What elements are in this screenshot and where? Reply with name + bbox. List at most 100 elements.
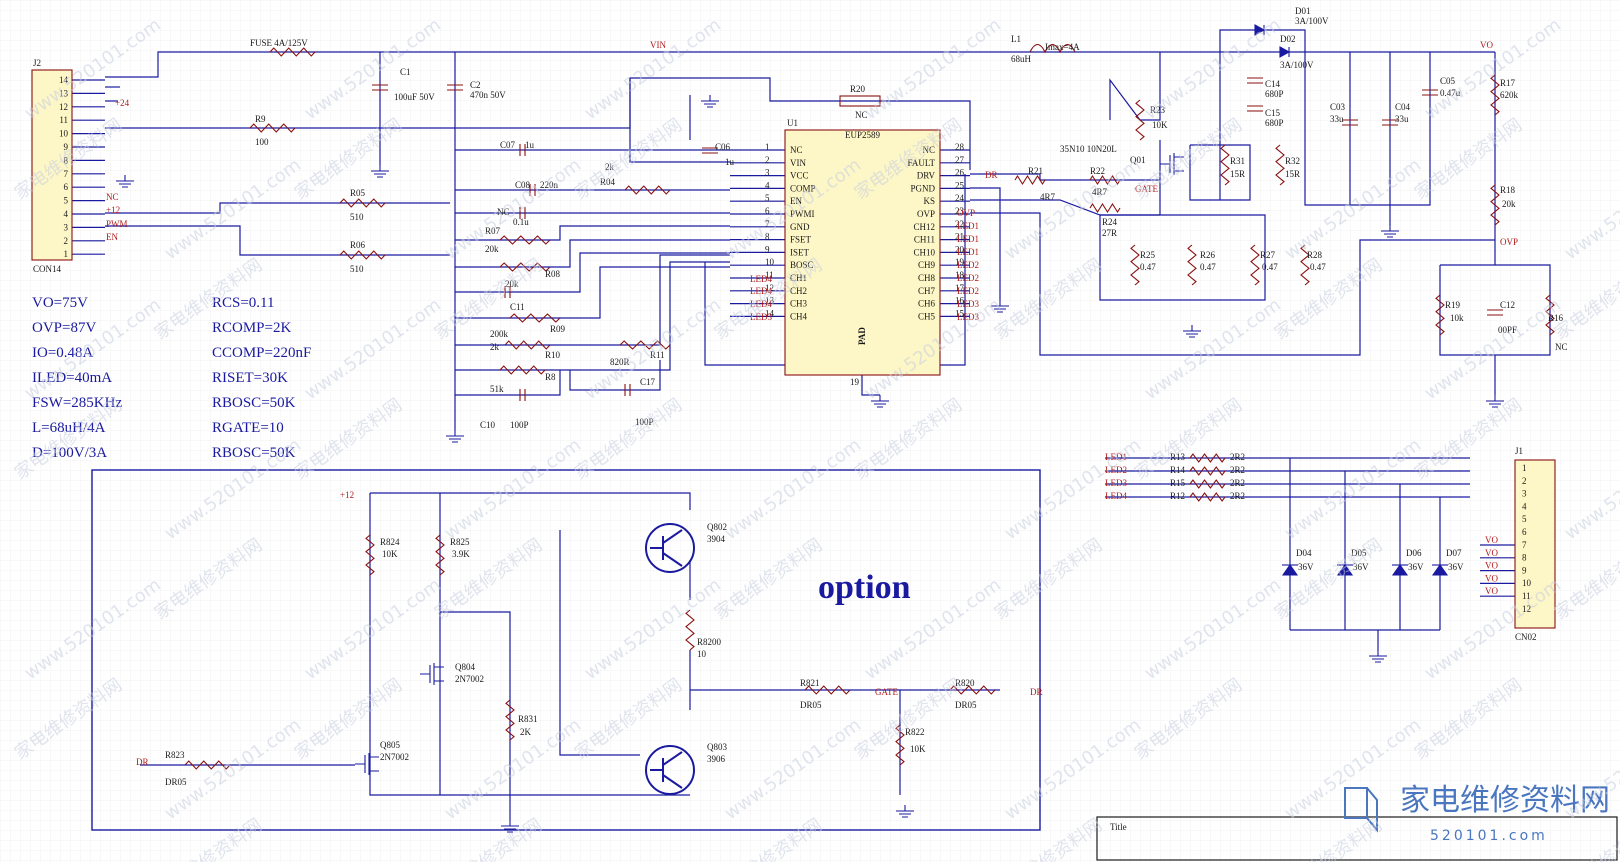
- c15-ref: C15: [1265, 108, 1281, 118]
- j2-pin-number: 2: [64, 236, 69, 246]
- q802: [645, 523, 695, 573]
- led-resistor-value: 2R2: [1230, 491, 1245, 501]
- ic-pin-name: CH9: [918, 260, 936, 270]
- wire: [455, 252, 730, 293]
- r822: [895, 724, 905, 766]
- r820: [949, 685, 996, 695]
- logo-url: 520101.com: [1430, 828, 1548, 844]
- j2-net-en: EN: [106, 232, 118, 242]
- q805: [355, 753, 379, 775]
- ic-pin-name: COMP: [790, 183, 816, 193]
- ic-pin-name: NC: [790, 145, 803, 155]
- led-net-label: LED1: [1105, 452, 1127, 462]
- c1-ref: C1: [400, 67, 411, 77]
- spec-right-1: RCOMP=2K: [212, 320, 291, 336]
- d01: [1254, 24, 1266, 36]
- wire: [1189, 144, 1251, 201]
- spec-left-2: IO=0.48A: [32, 345, 94, 361]
- r8200-ref: R8200: [697, 637, 722, 647]
- j2-pin-number: 9: [64, 142, 69, 152]
- r8-ref: R8: [545, 372, 556, 382]
- r26: [1187, 244, 1197, 286]
- r24-ref: R24: [1102, 217, 1118, 227]
- ic-pin-number: 8: [765, 232, 770, 242]
- wire: [455, 225, 730, 241]
- ic-pin-number: 10: [765, 257, 775, 267]
- nc-label: NC: [497, 207, 510, 217]
- r17-ref: R17: [1500, 78, 1516, 88]
- ic-pin-number: 14: [765, 308, 775, 318]
- r25-ref: R25: [1140, 250, 1156, 260]
- wire: [861, 375, 880, 396]
- j2-part: CON14: [33, 264, 62, 274]
- ic-part: EUP2589: [845, 130, 881, 140]
- q803: [645, 745, 695, 795]
- r831-ref: R831: [518, 714, 538, 724]
- c10-value: 100P: [510, 420, 529, 430]
- d01-value: 3A/100V: [1295, 16, 1329, 26]
- ic-pin-name: EN: [790, 196, 802, 206]
- ic-pin-name: CH6: [918, 299, 936, 309]
- wire: [455, 254, 730, 346]
- c04: [1382, 119, 1398, 126]
- ic-pad-ground: [871, 395, 889, 408]
- ic-pin-name: CH4: [790, 311, 808, 321]
- led-ground: [1369, 650, 1387, 663]
- ic-led-net: OVP: [957, 208, 975, 218]
- zener-d06: [1391, 564, 1409, 576]
- c05: [1422, 89, 1438, 96]
- wire: [369, 493, 690, 796]
- sense-ground: [1183, 325, 1201, 338]
- r9-value: 100: [255, 137, 269, 147]
- r24: [1089, 202, 1121, 214]
- ic-dr-net: DR: [985, 170, 998, 180]
- spec-right-5: RGATE=10: [212, 420, 284, 436]
- r23-value: 10K: [1152, 120, 1168, 130]
- ic-pin-name: ISET: [790, 247, 810, 257]
- ic-eup2589: [784, 129, 941, 376]
- j1-pin-number: 8: [1522, 553, 1527, 563]
- ic-pin-name: NC: [922, 145, 935, 155]
- ic-pin-number: 21: [955, 232, 964, 242]
- j2-pin-number: 12: [59, 102, 68, 112]
- r821-value: DR05: [800, 700, 822, 710]
- zener-value: 36V: [1408, 562, 1424, 572]
- d01-ref: D01: [1295, 6, 1311, 16]
- r24-value: 27R: [1102, 228, 1117, 238]
- r19-value: 10k: [1450, 313, 1464, 323]
- r10-ref: R10: [545, 350, 561, 360]
- r08-ref: R08: [545, 269, 561, 279]
- fuse: [269, 47, 316, 57]
- wire: [1099, 140, 1266, 301]
- c05-ref: C05: [1440, 76, 1456, 86]
- spec-left-3: ILED=40mA: [32, 370, 112, 386]
- c08: [529, 184, 536, 196]
- r820-value: DR05: [955, 700, 977, 710]
- zener-ref: D06: [1406, 548, 1422, 558]
- led-resistor: [1189, 492, 1226, 502]
- zener-value: 36V: [1353, 562, 1369, 572]
- wire: [629, 78, 730, 163]
- zener-d04: [1281, 564, 1299, 576]
- r32: [1275, 144, 1285, 186]
- spec-left-0: VO=75V: [32, 295, 88, 311]
- d02-value: 3A/100V: [1280, 60, 1314, 70]
- led-resistor-value: 2R2: [1230, 478, 1245, 488]
- ic-pin-name: VIN: [790, 158, 806, 168]
- j1-pin-number: 7: [1522, 540, 1527, 550]
- q01-ref: Q01: [1130, 155, 1146, 165]
- ic-pin-name: CH2: [790, 286, 807, 296]
- c11-ref: C11: [510, 302, 525, 312]
- wire: [455, 370, 561, 396]
- r32-ref: R32: [1285, 156, 1300, 166]
- r28-ref: R28: [1307, 250, 1323, 260]
- c07-ref: C07: [500, 140, 516, 150]
- j2-pin-number: 7: [64, 169, 69, 179]
- ic-led-net: LED1: [957, 247, 979, 257]
- ic-pad-pin: 19: [850, 377, 860, 387]
- r822-ground: [896, 805, 914, 818]
- j2-net-12v: +12: [106, 205, 120, 215]
- net-vo: VO: [1480, 40, 1493, 50]
- r16: [1545, 294, 1555, 336]
